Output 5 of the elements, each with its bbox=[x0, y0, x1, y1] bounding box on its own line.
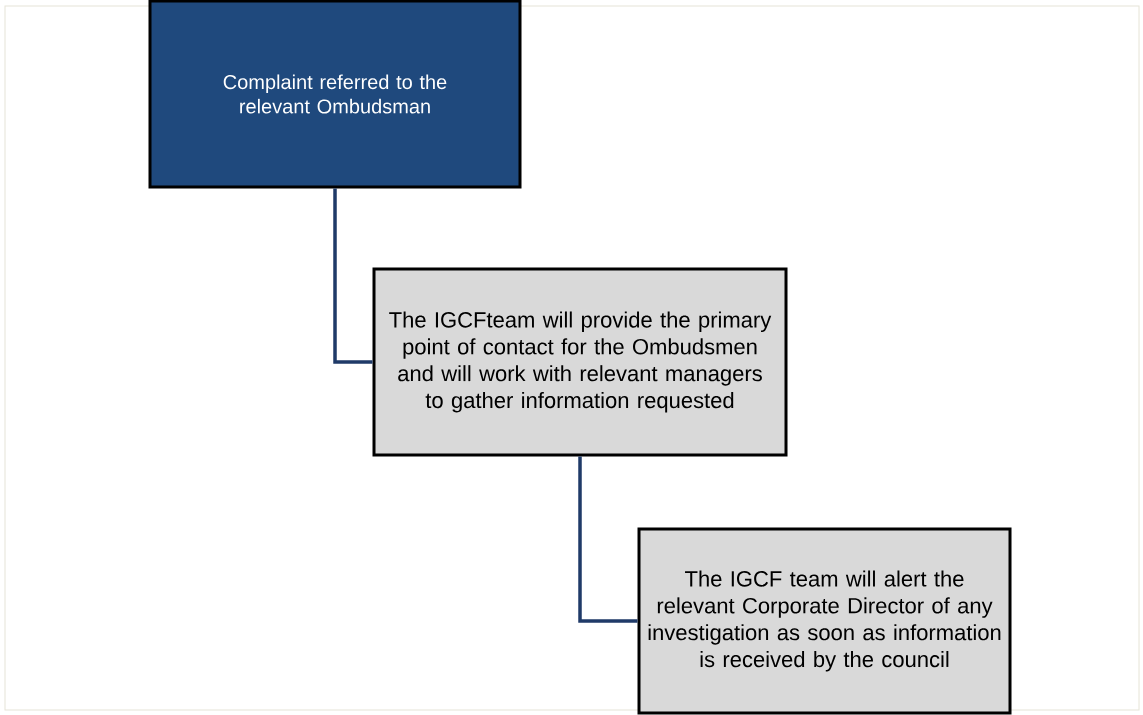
process-box: The IGCF team will alert the relevant Corporate Director of any investigation as soon as information is received by the council bbox=[637, 527, 1012, 715]
connector-line bbox=[578, 456, 638, 623]
process-box: The IGCFteam will provide the primary point of contact for the Ombudsmen and will work with relevant managers to gather information requested bbox=[372, 267, 788, 457]
process-box: Complaint referred to the relevant Ombudsman bbox=[148, 0, 522, 189]
connector-line bbox=[333, 188, 373, 364]
